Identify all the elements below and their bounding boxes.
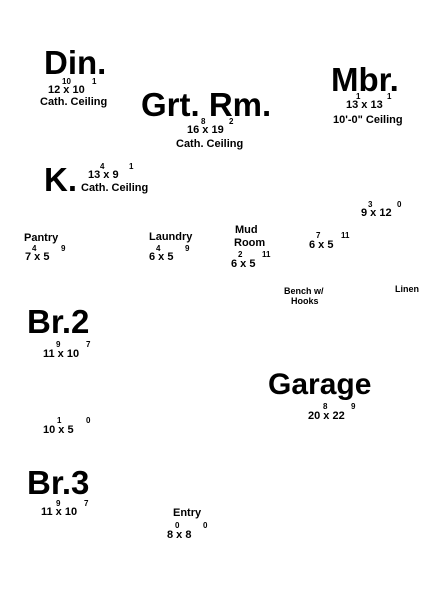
- room-dim-k: 13 x 9: [88, 169, 119, 181]
- room-title-entry: Entry: [173, 507, 202, 519]
- room-dim-sup-mbr-a: 1: [356, 92, 361, 101]
- room-dim-garage: 20 x 22: [308, 410, 345, 422]
- room-dim-sup-bath-b: 0: [86, 416, 91, 425]
- room-dim-sup-entry-a: 0: [175, 521, 180, 530]
- room-dim-laundry: 6 x 5: [149, 251, 174, 263]
- room-dim-sup-br3-b: 7: [84, 499, 89, 508]
- room-dim-pantry: 7 x 5: [25, 251, 50, 263]
- room-dim-closet-a: 6 x 5: [309, 239, 334, 251]
- room-dim-sup-grt-a: 8: [201, 117, 206, 126]
- room-note-mbr: 10'-0" Ceiling: [333, 114, 403, 126]
- room-title-grt: Grt. Rm.: [141, 86, 272, 123]
- room-dim-sup-laundry-a: 4: [156, 244, 161, 253]
- room-dim-sup-pantry-a: 4: [32, 244, 37, 253]
- room-dim-mud: 6 x 5: [231, 258, 256, 270]
- room-dim-sup-br3-a: 9: [56, 499, 61, 508]
- room-dim-sup-mud-b: 11: [262, 250, 271, 259]
- room-dim-sup-pantry-b: 9: [61, 244, 66, 253]
- room-dim-sup-mbr-b: 1: [387, 92, 392, 101]
- room-title-mud-2: Room: [234, 237, 266, 249]
- room-dim-sup-garage-a: 8: [323, 402, 328, 411]
- room-note-din: Cath. Ceiling: [40, 96, 108, 108]
- room-dim-closet-b: 9 x 12: [361, 207, 392, 219]
- room-dim-sup-br2-a: 9: [56, 340, 61, 349]
- room-note-grt: Cath. Ceiling: [176, 138, 244, 150]
- room-dim-sup-mud-a: 2: [238, 250, 243, 259]
- room-dim-grt: 16 x 19: [187, 124, 224, 136]
- room-dim-sup-k-b: 1: [129, 162, 134, 171]
- room-dim-sup-bath-a: 1: [57, 416, 62, 425]
- label-bench-1: Bench w/: [284, 286, 324, 296]
- room-title-br2: Br.2: [27, 303, 90, 340]
- room-title-din: Din.: [44, 44, 107, 81]
- room-title-garage: Garage: [268, 368, 372, 401]
- room-title-br3: Br.3: [27, 464, 90, 501]
- room-dim-bath: 10 x 5: [43, 424, 74, 436]
- room-dim-sup-entry-b: 0: [203, 521, 208, 530]
- room-dim-mbr: 13 x 13: [346, 99, 383, 111]
- room-dim-br2: 11 x 10: [43, 348, 80, 360]
- room-title-k: K.: [44, 161, 77, 198]
- room-title-pantry: Pantry: [24, 232, 59, 244]
- label-bench-2: Hooks: [291, 296, 319, 306]
- room-note-k: Cath. Ceiling: [81, 182, 149, 194]
- room-dim-sup-closet-a-a: 7: [316, 231, 321, 240]
- room-dim-br3: 11 x 10: [41, 506, 78, 518]
- room-dim-sup-din-b: 1: [92, 77, 97, 86]
- label-linen: Linen: [395, 284, 419, 294]
- room-dim-sup-garage-b: 9: [351, 402, 356, 411]
- room-title-mbr: Mbr.: [331, 61, 399, 98]
- room-title-laundry: Laundry: [149, 231, 193, 243]
- room-dim-sup-grt-b: 2: [229, 117, 234, 126]
- room-dim-sup-k-a: 4: [100, 162, 105, 171]
- room-dim-sup-closet-a-b: 11: [341, 231, 350, 240]
- room-dim-sup-br2-b: 7: [86, 340, 91, 349]
- room-dim-sup-closet-b-b: 0: [397, 200, 402, 209]
- room-dim-entry: 8 x 8: [167, 529, 192, 541]
- room-dim-sup-din-a: 10: [62, 77, 71, 86]
- room-title-mud-1: Mud: [235, 224, 258, 236]
- room-dim-sup-closet-b-a: 3: [368, 200, 373, 209]
- room-dim-sup-laundry-b: 9: [185, 244, 190, 253]
- room-dim-din: 12 x 10: [48, 84, 85, 96]
